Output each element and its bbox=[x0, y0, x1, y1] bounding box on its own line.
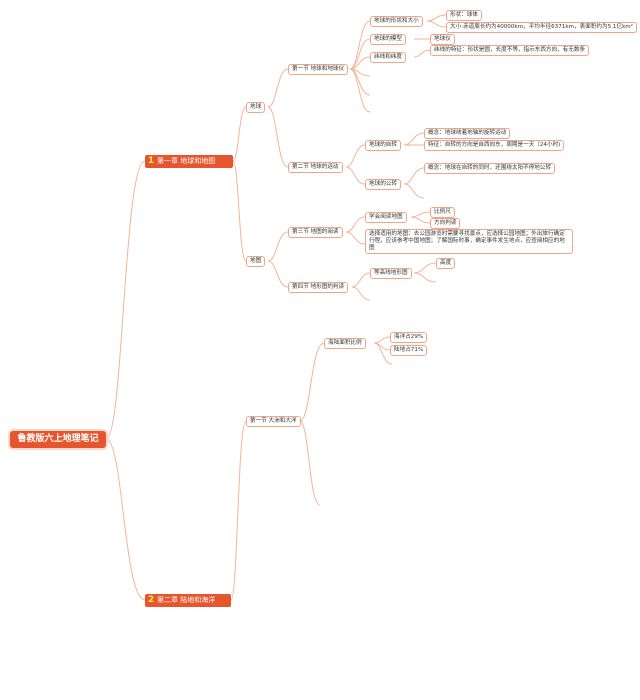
section-1-4-node[interactable]: 第四节 地形图的判读 bbox=[288, 282, 349, 293]
link-scale bbox=[410, 211, 431, 218]
link-direction bbox=[410, 216, 431, 224]
rotation-node[interactable]: 地球的自转 bbox=[365, 140, 401, 151]
link-sec21-empty bbox=[299, 420, 321, 506]
link-altitude bbox=[413, 262, 437, 274]
size-node[interactable]: 大小:赤道周长约为40000km，平均半径6371km，表面积约为5.1亿km² bbox=[446, 22, 637, 33]
root-topic[interactable]: 鲁教版六上地理笔记 bbox=[10, 431, 106, 448]
link-earth-sec2 bbox=[267, 106, 289, 168]
ocean-ratio-node[interactable]: 海洋占29% bbox=[390, 332, 428, 343]
link-sec21-ratio bbox=[299, 342, 325, 422]
link-shape bbox=[426, 14, 447, 22]
link-sec4-contour bbox=[351, 272, 371, 288]
chapter-2-label: 第二章 陆地和海洋 bbox=[157, 596, 216, 604]
rotation-feature-node[interactable]: 特征：自转的方向是自西向东，周期是一天（24小时) bbox=[424, 140, 565, 151]
link-rev-concept bbox=[403, 167, 425, 185]
section-1-2-node[interactable]: 第二节 地球的运动 bbox=[288, 162, 343, 173]
direction-node[interactable]: 方向判读 bbox=[430, 218, 461, 229]
link-sec1-model bbox=[349, 38, 371, 70]
chapter-1-label: 第一章 地球和地图 bbox=[157, 157, 216, 165]
section-1-3-node[interactable]: 第三节 地图的阅读 bbox=[288, 227, 343, 238]
land-ratio-node[interactable]: 陆地占71% bbox=[390, 345, 428, 356]
link-sec4-empty bbox=[351, 286, 371, 301]
link-contour-empty bbox=[413, 272, 437, 283]
link-sec3-choose bbox=[345, 231, 366, 245]
link-sec1-shape-size bbox=[349, 20, 371, 70]
link-sec1-empty-c bbox=[349, 68, 371, 113]
link-ch1-earth bbox=[232, 106, 247, 162]
earth-model-node[interactable]: 地球的模型 bbox=[370, 34, 406, 45]
altitude-node[interactable]: 高度 bbox=[436, 258, 456, 269]
link-root-ch2 bbox=[105, 438, 146, 601]
link-earth-sec1 bbox=[267, 68, 289, 108]
link-sec1-latitude bbox=[349, 56, 371, 70]
link-rot-concept bbox=[403, 132, 425, 146]
link-map-sec3 bbox=[267, 231, 289, 262]
contour-map-node[interactable]: 等高线地形图 bbox=[370, 268, 412, 279]
earth-node[interactable]: 地球 bbox=[246, 102, 266, 113]
link-rev-empty bbox=[403, 183, 425, 199]
revolution-concept-node[interactable]: 概念：地球在自转的同时，还围绕太阳不停地公转 bbox=[424, 163, 556, 174]
globe-node[interactable]: 地球仪 bbox=[430, 34, 455, 45]
link-lat-feature bbox=[413, 49, 431, 58]
learn-map-node[interactable]: 学会阅读地图 bbox=[365, 212, 407, 223]
latitude-node[interactable]: 纬线和纬度 bbox=[370, 52, 406, 63]
link-sec2-rotation bbox=[345, 144, 366, 168]
chapter-1-number: 1 bbox=[147, 156, 155, 166]
choose-map-node[interactable]: 选择适用的地图：去公园游览时需要寻找景点，应选择公园地图；外出旅行确定行程，应该… bbox=[365, 229, 573, 254]
link-size bbox=[426, 20, 447, 28]
chapter-2-number: 2 bbox=[147, 595, 155, 605]
section-1-1-node[interactable]: 第一节 地球和地球仪 bbox=[288, 64, 349, 75]
link-map-sec4 bbox=[267, 260, 289, 288]
rotation-concept-node[interactable]: 概念：地球绕着地轴的旋转运动 bbox=[424, 128, 511, 139]
link-sec2-revolution bbox=[345, 166, 366, 185]
map-node[interactable]: 地图 bbox=[246, 256, 266, 267]
land-sea-ratio-node[interactable]: 海陆面积比例 bbox=[324, 338, 366, 349]
link-ratio-empty bbox=[373, 342, 393, 365]
link-sec3-learn bbox=[345, 216, 366, 233]
link-ocean bbox=[373, 336, 391, 344]
shape-node[interactable]: 形状：球体 bbox=[446, 10, 482, 21]
link-ch2-sec1 bbox=[230, 420, 247, 601]
scale-node[interactable]: 比例尺 bbox=[430, 207, 455, 218]
revolution-node[interactable]: 地球的公转 bbox=[365, 179, 401, 190]
shape-size-node[interactable]: 地球的形状和大小 bbox=[370, 16, 423, 27]
link-ch1-map bbox=[232, 160, 247, 262]
link-root-ch1 bbox=[105, 160, 146, 440]
latitude-feature-node[interactable]: 纬线的特征：形状是圆，长度不等，指示东西方向，有无数条 bbox=[430, 45, 590, 56]
section-2-1-node[interactable]: 第一节 大洲和大洋 bbox=[246, 416, 301, 427]
